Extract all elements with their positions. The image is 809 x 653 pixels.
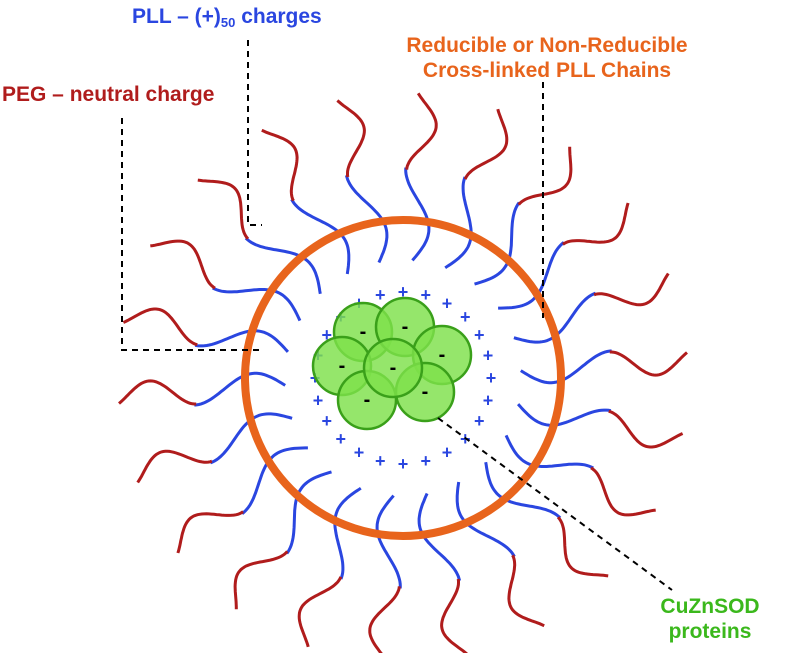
plus-charge: +	[442, 443, 453, 463]
pll-chain-segment	[285, 470, 332, 555]
minus-charge: -	[390, 357, 397, 379]
pll-label-suffix: charges	[235, 5, 322, 28]
plus-charge: +	[322, 325, 333, 345]
crosslink-label-line1: Reducible or Non-Reducible	[406, 34, 688, 57]
peg-chain-segment	[463, 108, 509, 180]
minus-charge: -	[360, 321, 367, 343]
plus-charge: +	[486, 368, 497, 388]
pll-chain-segment	[375, 494, 402, 589]
peg-chain-segment	[609, 350, 688, 377]
protein-label-line1: CuZnSOD	[660, 595, 760, 618]
plus-charge: +	[442, 294, 453, 314]
protein-label: CuZnSOD proteins	[640, 594, 780, 644]
crosslinked-shell-ring	[241, 216, 565, 540]
peg-chain-segment	[517, 146, 573, 206]
pll-chain-segment	[498, 241, 565, 310]
minus-charge: -	[402, 316, 409, 338]
minus-charge: -	[364, 389, 371, 411]
plus-charge: +	[474, 411, 485, 431]
peg-chain-segment	[556, 516, 609, 578]
peg-chain-segment	[150, 239, 216, 290]
plus-charge: +	[354, 443, 365, 463]
crosslink-label-line2: Cross-linked PLL Chains	[422, 59, 672, 82]
polymer-chains	[118, 92, 688, 653]
peg-chain-segment	[368, 586, 401, 653]
plus-charge: +	[421, 451, 432, 471]
peg-chain-segment	[593, 272, 670, 307]
peg-chain-segment	[507, 554, 545, 628]
pll-chain-segment	[417, 492, 462, 582]
pll-chain-segment	[455, 481, 516, 558]
pll-chain-segment	[444, 176, 473, 270]
pll-chain-segment	[290, 198, 351, 275]
pll-leader-line	[247, 40, 262, 226]
plus-charge: +	[483, 346, 494, 366]
peg-leader-line	[121, 118, 262, 351]
pll-chain-segment	[484, 461, 562, 520]
pll-label-subscript: 50	[220, 15, 236, 30]
minus-charge: -	[339, 355, 346, 377]
minus-charge: -	[422, 381, 429, 403]
pll-chain-segment	[404, 167, 431, 262]
pll-chain-segment	[513, 291, 597, 344]
pll-chain-segment	[520, 349, 612, 385]
peg-chain-segment	[405, 92, 438, 170]
plus-charges: ++++++++++++++++++++++++	[310, 282, 497, 474]
peg-chain-segment	[261, 128, 299, 202]
plus-charge: +	[421, 285, 432, 305]
plus-charge: +	[460, 307, 471, 327]
crosslinked-chains-label: Reducible or Non-Reducible Cross-linked …	[382, 33, 712, 83]
protein-leader-line	[437, 417, 673, 591]
leader-lines	[121, 40, 673, 591]
pll-chain-segment	[516, 403, 612, 427]
peg-chain-segment	[197, 178, 250, 240]
pll-chain-segment	[344, 174, 389, 264]
pll-label-prefix: PLL – (+)	[132, 5, 221, 28]
cuznsod-protein	[362, 337, 424, 399]
peg-chain-segment	[122, 307, 198, 347]
peg-chain-segment	[336, 99, 366, 178]
peg-chain-segment	[590, 466, 656, 517]
peg-chain-segment	[562, 202, 630, 246]
pll-charges-label: PLL – (+)50 charges	[132, 4, 322, 35]
peg-chain-segment	[233, 550, 289, 610]
plus-charge: +	[313, 390, 324, 410]
pll-chain-segment	[333, 486, 362, 580]
pll-chain-segment	[209, 412, 293, 465]
peg-label: PEG – neutral charge	[2, 83, 215, 106]
pll-chain-segment	[241, 446, 308, 515]
plus-charge: +	[398, 282, 409, 302]
pll-chain-segment	[194, 329, 290, 353]
pll-chain-segment	[244, 236, 322, 295]
minus-charges: -------	[339, 316, 446, 411]
plus-charge: +	[336, 429, 347, 449]
peg-chain-segment	[136, 449, 213, 484]
plus-charge: +	[474, 325, 485, 345]
protein-label-line2: proteins	[668, 620, 752, 643]
peg-chain-segment	[440, 578, 469, 653]
pll-chain-segment	[474, 201, 521, 286]
peg-chain-segment	[608, 409, 684, 449]
minus-charge: -	[439, 344, 446, 366]
plus-charge: +	[375, 285, 386, 305]
peg-chain-segment	[118, 379, 197, 406]
peg-chain-segment	[176, 510, 244, 554]
plus-charge: +	[398, 454, 409, 474]
plus-charge: +	[322, 411, 333, 431]
peg-chain-segment	[297, 576, 343, 648]
plus-charge: +	[375, 451, 386, 471]
pll-chain-segment	[194, 371, 286, 407]
plus-charge: +	[483, 390, 494, 410]
pll-chain-segment	[504, 434, 594, 470]
pll-chain-segment	[212, 286, 302, 322]
protein-cluster	[311, 296, 473, 431]
